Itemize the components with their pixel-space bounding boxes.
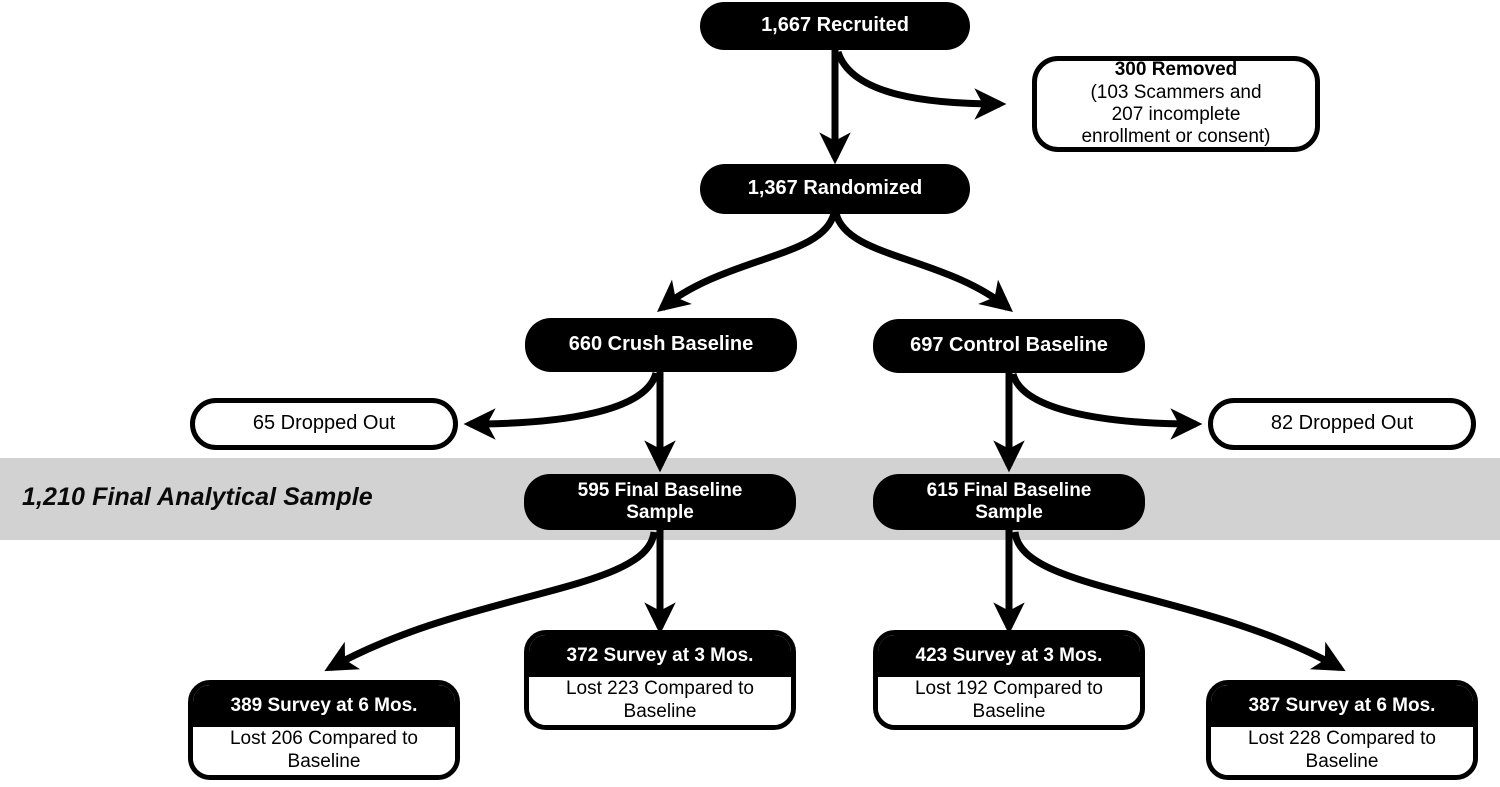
node-crush-dropped-out-label: 65 Dropped Out bbox=[252, 412, 396, 435]
node-control-dropped-out-label: 82 Dropped Out bbox=[1270, 412, 1414, 435]
node-control-6mo-survey-heading: 387 Survey at 6 Mos. bbox=[1211, 685, 1473, 727]
node-randomized[interactable]: 1,367 Randomized bbox=[700, 164, 970, 214]
node-control-3mo-survey-detail: Lost 192 Compared to Baseline bbox=[878, 677, 1140, 725]
edge-crush-to-dropped bbox=[463, 371, 660, 440]
node-control-dropped-out[interactable]: 82 Dropped Out bbox=[1208, 398, 1476, 450]
node-crush-baseline[interactable]: 660 Crush Baseline bbox=[525, 318, 797, 372]
node-control-6mo-survey-detail: Lost 228 Compared to Baseline bbox=[1211, 727, 1473, 775]
node-randomized-label: 1,367 Randomized bbox=[747, 177, 923, 200]
node-control-final-baseline-label: 615 Final Baseline Sample bbox=[926, 479, 1092, 523]
edge-randomized-to-crush bbox=[657, 211, 838, 313]
node-crush-final-baseline-label: 595 Final Baseline Sample bbox=[577, 479, 743, 523]
node-crush-6mo-survey-detail: Lost 206 Compared to Baseline bbox=[193, 727, 455, 775]
edge-recruited-to-removed bbox=[834, 50, 1007, 120]
node-crush-3mo-survey-heading: 372 Survey at 3 Mos. bbox=[529, 635, 791, 677]
node-control-baseline-label: 697 Control Baseline bbox=[910, 334, 1108, 357]
node-removed-heading: 300 Removed bbox=[1114, 59, 1238, 81]
node-crush-6mo-survey-heading: 389 Survey at 6 Mos. bbox=[193, 685, 455, 727]
node-crush-3mo-survey[interactable]: 372 Survey at 3 Mos. Lost 223 Compared t… bbox=[524, 630, 796, 730]
node-crush-dropped-out[interactable]: 65 Dropped Out bbox=[190, 398, 458, 450]
node-crush-baseline-label: 660 Crush Baseline bbox=[568, 333, 754, 356]
node-recruited[interactable]: 1,667 Recruited bbox=[700, 2, 970, 50]
node-crush-6mo-survey[interactable]: 389 Survey at 6 Mos. Lost 206 Compared t… bbox=[188, 680, 460, 780]
node-crush-3mo-survey-detail: Lost 223 Compared to Baseline bbox=[529, 677, 791, 725]
node-control-3mo-survey-heading: 423 Survey at 3 Mos. bbox=[878, 635, 1140, 677]
node-recruited-label: 1,667 Recruited bbox=[761, 14, 909, 37]
node-crush-final-baseline[interactable]: 595 Final Baseline Sample bbox=[524, 474, 796, 530]
final-sample-band-label: 1,210 Final Analytical Sample bbox=[22, 483, 373, 511]
node-control-3mo-survey[interactable]: 423 Survey at 3 Mos. Lost 192 Compared t… bbox=[873, 630, 1145, 730]
node-control-final-baseline[interactable]: 615 Final Baseline Sample bbox=[873, 474, 1145, 530]
edge-control-to-dropped bbox=[1009, 372, 1203, 440]
edge-randomized-to-control bbox=[832, 211, 1013, 313]
node-removed-detail: (103 Scammers and 207 incomplete enrollm… bbox=[1081, 81, 1271, 148]
node-removed[interactable]: 300 Removed (103 Scammers and 207 incomp… bbox=[1032, 56, 1320, 152]
node-control-baseline[interactable]: 697 Control Baseline bbox=[873, 319, 1145, 373]
node-control-6mo-survey[interactable]: 387 Survey at 6 Mos. Lost 228 Compared t… bbox=[1206, 680, 1478, 780]
